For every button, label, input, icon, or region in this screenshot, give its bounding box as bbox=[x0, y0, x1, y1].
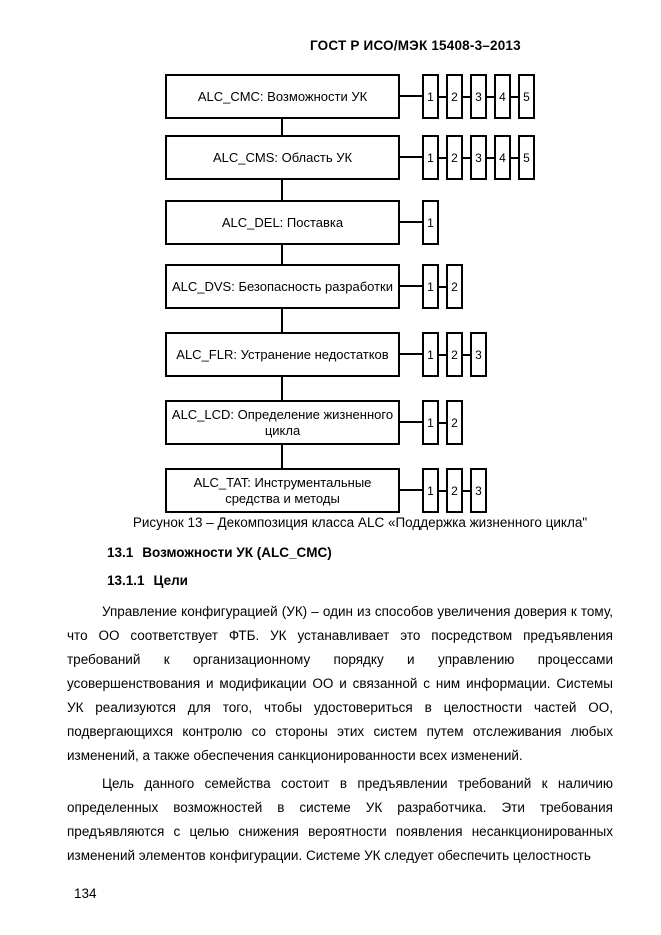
family-box-alc-cms: ALC_CMS: Область УК bbox=[165, 135, 400, 180]
family-row-alc-flr: ALC_FLR: Устранение недостатков 1 2 3 bbox=[165, 332, 545, 377]
component-box: 2 bbox=[439, 468, 463, 513]
component-box: 3 bbox=[463, 468, 487, 513]
connector-line bbox=[400, 489, 422, 491]
family-label: ALC_CMC: Возможности УК bbox=[197, 88, 368, 104]
component-boxes: 1 2 bbox=[422, 264, 463, 309]
connector-line bbox=[281, 377, 283, 400]
family-box-alc-del: ALC_DEL: Поставка bbox=[165, 200, 400, 245]
connector-line bbox=[281, 309, 283, 332]
family-label: ALC_FLR: Устранение недостатков bbox=[176, 346, 389, 362]
subsection-title: Цели bbox=[153, 573, 188, 588]
component-box: 2 bbox=[439, 135, 463, 180]
component-boxes: 1 2 bbox=[422, 400, 463, 445]
connector-line bbox=[281, 180, 283, 200]
figure-diagram: ALC_CMC: Возможности УК 1 2 3 4 5 ALC_CM… bbox=[132, 74, 588, 530]
family-label: ALC_DVS: Безопасность разработки bbox=[171, 278, 394, 294]
family-box-alc-cmc: ALC_CMC: Возможности УК bbox=[165, 74, 400, 119]
family-box-alc-dvs: ALC_DVS: Безопасность разработки bbox=[165, 264, 400, 309]
connector-line bbox=[400, 95, 422, 97]
section-heading: 13.1 Возможности УК (ALC_CMC) bbox=[107, 545, 332, 560]
family-box-alc-lcd: ALC_LCD: Определение жизненного цикла bbox=[165, 400, 400, 445]
family-row-alc-cmc: ALC_CMC: Возможности УК 1 2 3 4 5 bbox=[165, 74, 545, 119]
component-box: 5 bbox=[511, 135, 535, 180]
component-box: 4 bbox=[487, 74, 511, 119]
connector-line bbox=[400, 221, 422, 223]
body-paragraph-2: Цель данного семейства состоит в предъяв… bbox=[67, 776, 613, 863]
connector-line bbox=[281, 119, 283, 135]
figure-caption: Рисунок 13 – Декомпозиция класса ALC «По… bbox=[132, 515, 588, 530]
connector-line bbox=[281, 245, 283, 264]
component-box: 1 bbox=[422, 135, 439, 180]
document-header-title: ГОСТ Р ИСО/МЭК 15408-3–2013 bbox=[310, 38, 521, 53]
family-row-alc-cms: ALC_CMS: Область УК 1 2 3 4 5 bbox=[165, 135, 545, 180]
body-paragraph-1: Управление конфигурацией (УК) – один из … bbox=[67, 604, 613, 763]
family-row-alc-del: ALC_DEL: Поставка 1 bbox=[165, 200, 545, 245]
family-row-alc-dvs: ALC_DVS: Безопасность разработки 1 2 bbox=[165, 264, 545, 309]
component-box: 1 bbox=[422, 200, 439, 245]
subsection-heading: 13.1.1 Цели bbox=[107, 573, 188, 588]
connector-line bbox=[400, 156, 422, 158]
subsection-number: 13.1.1 bbox=[107, 573, 145, 588]
component-box: 1 bbox=[422, 264, 439, 309]
component-box: 3 bbox=[463, 135, 487, 180]
component-box: 1 bbox=[422, 400, 439, 445]
component-box: 3 bbox=[463, 74, 487, 119]
component-box: 2 bbox=[439, 264, 463, 309]
connector-line bbox=[281, 445, 283, 468]
component-box: 1 bbox=[422, 332, 439, 377]
family-box-alc-flr: ALC_FLR: Устранение недостатков bbox=[165, 332, 400, 377]
component-box: 2 bbox=[439, 332, 463, 377]
component-box: 1 bbox=[422, 468, 439, 513]
page-number: 134 bbox=[74, 886, 97, 901]
component-boxes: 1 2 3 bbox=[422, 468, 487, 513]
section-title: Возможности УК (ALC_CMC) bbox=[142, 545, 332, 560]
connector-line bbox=[400, 353, 422, 355]
component-box: 5 bbox=[511, 74, 535, 119]
family-row-alc-tat: ALC_TAT: Инструментальные средства и мет… bbox=[165, 468, 545, 513]
component-boxes: 1 2 3 4 5 bbox=[422, 135, 535, 180]
family-box-alc-tat: ALC_TAT: Инструментальные средства и мет… bbox=[165, 468, 400, 513]
connector-line bbox=[400, 421, 422, 423]
family-label: ALC_CMS: Область УК bbox=[212, 149, 353, 165]
component-box: 1 bbox=[422, 74, 439, 119]
component-box: 4 bbox=[487, 135, 511, 180]
component-box: 3 bbox=[463, 332, 487, 377]
connector-line bbox=[400, 285, 422, 287]
component-boxes: 1 2 3 bbox=[422, 332, 487, 377]
family-label: ALC_LCD: Определение жизненного цикла bbox=[171, 406, 394, 438]
component-boxes: 1 bbox=[422, 200, 439, 245]
component-box: 2 bbox=[439, 400, 463, 445]
component-boxes: 1 2 3 4 5 bbox=[422, 74, 535, 119]
family-row-alc-lcd: ALC_LCD: Определение жизненного цикла 1 … bbox=[165, 400, 545, 445]
family-label: ALC_DEL: Поставка bbox=[221, 214, 344, 230]
section-number: 13.1 bbox=[107, 545, 134, 560]
family-label: ALC_TAT: Инструментальные средства и мет… bbox=[193, 474, 372, 506]
component-box: 2 bbox=[439, 74, 463, 119]
